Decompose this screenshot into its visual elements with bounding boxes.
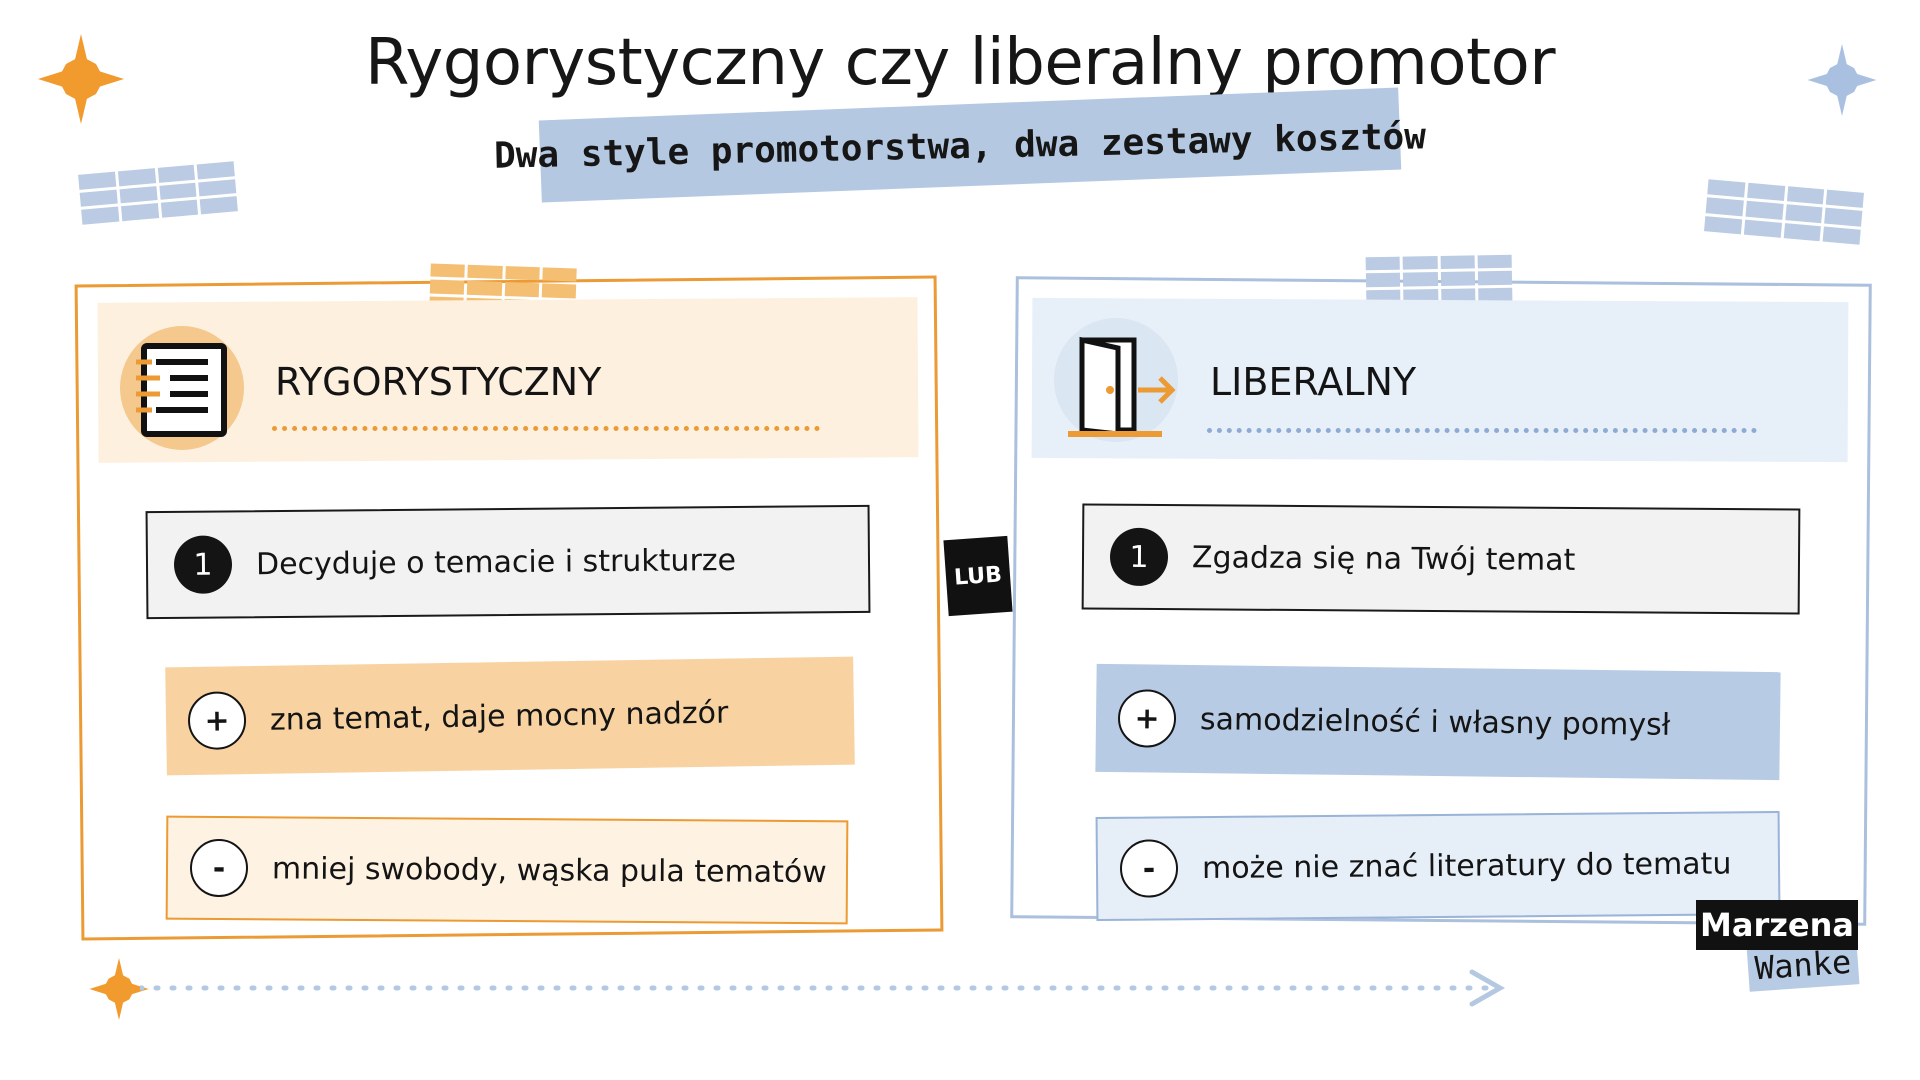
left-item-text: Decyduje o temacie i strukturze bbox=[255, 542, 737, 582]
blue-star-icon bbox=[1807, 44, 1877, 116]
small-orange-star-icon bbox=[89, 958, 149, 1020]
left-con-text: mniej swobody, wąska pula tematów bbox=[271, 850, 827, 890]
left-dotted-underline bbox=[272, 426, 820, 431]
decorative-tape bbox=[1704, 179, 1864, 245]
right-con-text: może nie znać literatury do tematu bbox=[1201, 845, 1732, 886]
brand-name: Marzena bbox=[1696, 900, 1858, 950]
minus-icon: - bbox=[1119, 839, 1179, 898]
dotted-arrow bbox=[140, 969, 1506, 1007]
left-pro-row: + zna temat, daje mocny nadzór bbox=[165, 656, 855, 776]
right-item-text: Zgadza się na Twój temat bbox=[1191, 539, 1576, 578]
decorative-tape bbox=[1365, 254, 1513, 304]
open-door-exit-icon bbox=[1068, 336, 1176, 437]
left-con-row: - mniej swobody, wąska pula tematów bbox=[165, 815, 849, 925]
plus-icon: + bbox=[1117, 689, 1177, 748]
minus-icon: - bbox=[189, 838, 249, 898]
number-badge: 1 bbox=[173, 535, 233, 594]
number-badge: 1 bbox=[1109, 527, 1169, 587]
right-pro-text: samodzielność i własny pomysł bbox=[1199, 701, 1671, 743]
left-heading: RYGORYSTYCZNY bbox=[275, 360, 602, 404]
left-pro-text: zna temat, daje mocny nadzór bbox=[269, 695, 729, 738]
right-con-row: - może nie znać literatury do tematu bbox=[1095, 811, 1781, 921]
orange-star-icon bbox=[38, 34, 124, 124]
right-heading: LIBERALNY bbox=[1210, 360, 1417, 404]
plus-icon: + bbox=[187, 691, 247, 751]
document-list-icon bbox=[136, 343, 227, 437]
left-item-row: 1 Decyduje o temacie i strukturze bbox=[145, 504, 871, 620]
page-title: Rygorystyczny czy liberalny promotor bbox=[364, 26, 1556, 100]
right-dotted-underline bbox=[1207, 428, 1757, 433]
or-separator: LUB bbox=[943, 535, 1013, 617]
right-pro-row: + samodzielność i własny pomysł bbox=[1095, 663, 1781, 781]
right-item-row: 1 Zgadza się na Twój temat bbox=[1081, 503, 1801, 615]
